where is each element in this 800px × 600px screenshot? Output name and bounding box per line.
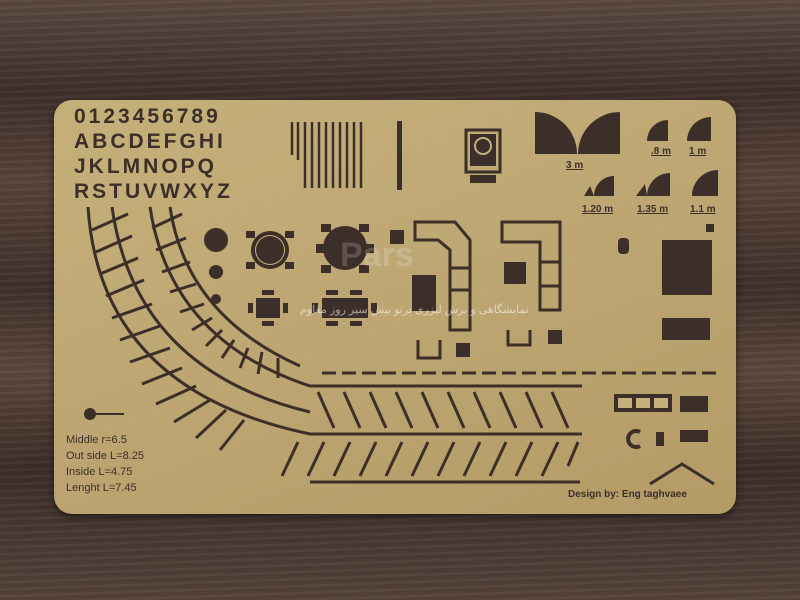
door-label-1m: 1 m [689,146,707,157]
roof-shape [649,462,715,486]
radius-marker [84,408,124,420]
door-label-1-35m: 1.35 m [637,204,669,215]
circle-small [211,294,221,304]
small-fixture [656,432,664,446]
square-table-small [248,290,288,326]
toilet-icon [626,429,641,449]
dim-inside: Inside L=4.75 [66,466,133,478]
door-label-1-20m: 1.20 m [582,204,614,215]
door-label-3m: 3 m [566,160,584,171]
door-label-1-1m: 1.1 m [690,204,716,215]
door-label-0-8m: .8 m [651,146,672,157]
door-swing-1-1m [692,170,718,196]
slot-vertical [397,121,402,190]
curved-parking-stencil [86,206,582,484]
big-square-cutout [662,240,712,295]
door-swing-1-35m [636,173,670,196]
square-cutout-2 [412,275,436,311]
l-shaped-counter [413,220,472,360]
counter-fixture [614,394,672,412]
dim-length: Lenght L=7.45 [66,482,137,494]
circle-large [204,228,228,252]
rect-cutout [662,318,710,340]
round-table-small [246,231,294,269]
architectural-stencil [54,100,736,514]
dim-outside: Out side L=8.25 [66,450,144,462]
digits-row: 0123456789 [74,105,221,128]
sink-fixture [680,396,708,412]
hatch-lines [290,122,363,188]
round-table-large [316,224,374,273]
square-cutout-3 [456,343,470,357]
wheelchair-icon [464,128,502,183]
designer-credit: Design by: Eng taghvaee [568,489,687,500]
door-swing-0-8m [647,120,668,141]
bath-fixture [680,430,708,442]
dimension-notes: Middle r=6.5 Out side L=8.25 Inside L=4.… [66,432,144,496]
door-swing-1-20m [584,176,614,196]
parking-slots-straight [280,391,580,477]
letters-row-3: RSTUVWXYZ [74,180,233,203]
rounded-slot [618,238,629,254]
dim-middle: Middle r=6.5 [66,434,127,446]
small-square-top-right [706,224,714,232]
u-shaped-counter [500,220,562,347]
watermark-brand: Pars [340,236,414,274]
letters-row-2: JKLMNOPQ [74,155,218,178]
watermark-text: نمایشگاهی و برش لیزری پرتو بیش سیر روز م… [300,304,529,316]
stencil-characters: 0123456789 ABCDEFGHI JKLMNOPQ RSTUVWXYZ [74,104,233,204]
rect-table-large [312,290,377,326]
door-swing-3m [535,112,620,154]
circle-medium [209,265,223,279]
door-swing-1m [687,117,711,141]
letters-row-1: ABCDEFGHI [74,130,226,153]
square-cutout-4 [504,262,526,284]
square-cutout-5 [548,330,562,344]
square-cutout-1 [390,230,404,244]
